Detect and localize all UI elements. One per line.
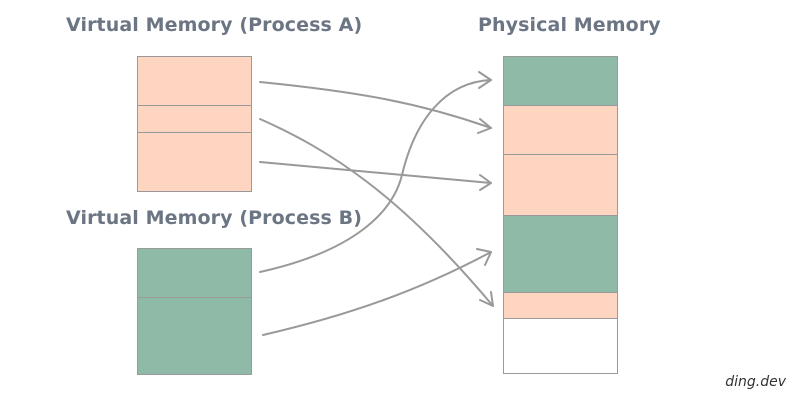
virtual-b-page-1 xyxy=(138,249,251,297)
physical-frame-5 xyxy=(504,292,617,318)
physical-frame-1 xyxy=(504,57,617,105)
virtual-memory-a-title: Virtual Memory (Process A) xyxy=(66,14,363,36)
arrowhead-icon xyxy=(476,248,492,266)
physical-free-space xyxy=(504,318,617,373)
virtual-memory-a-block xyxy=(137,56,252,192)
virtual-b-page-2 xyxy=(138,297,251,374)
arrow-a3-to-frame3 xyxy=(259,161,492,184)
watermark[interactable]: ding.dev xyxy=(725,374,786,390)
virtual-memory-b-title: Virtual Memory (Process B) xyxy=(66,207,363,229)
virtual-a-page-3 xyxy=(138,132,251,191)
physical-frame-2 xyxy=(504,105,617,154)
virtual-memory-b-block xyxy=(137,248,252,375)
virtual-a-page-1 xyxy=(138,57,251,105)
arrowhead-icon xyxy=(479,174,492,191)
physical-memory-title: Physical Memory xyxy=(478,14,661,36)
arrow-b1-to-frame1 xyxy=(259,79,492,273)
arrow-a2-to-frame5 xyxy=(259,118,494,307)
physical-memory-block xyxy=(503,56,618,374)
arrowhead-icon xyxy=(479,291,494,307)
arrowhead-icon xyxy=(477,118,492,134)
arrow-b2-to-frame4 xyxy=(262,251,492,336)
arrowhead-icon xyxy=(478,71,492,89)
virtual-a-page-2 xyxy=(138,105,251,132)
arrow-a1-to-frame2 xyxy=(259,81,492,129)
physical-frame-4 xyxy=(504,215,617,292)
physical-frame-3 xyxy=(504,154,617,215)
